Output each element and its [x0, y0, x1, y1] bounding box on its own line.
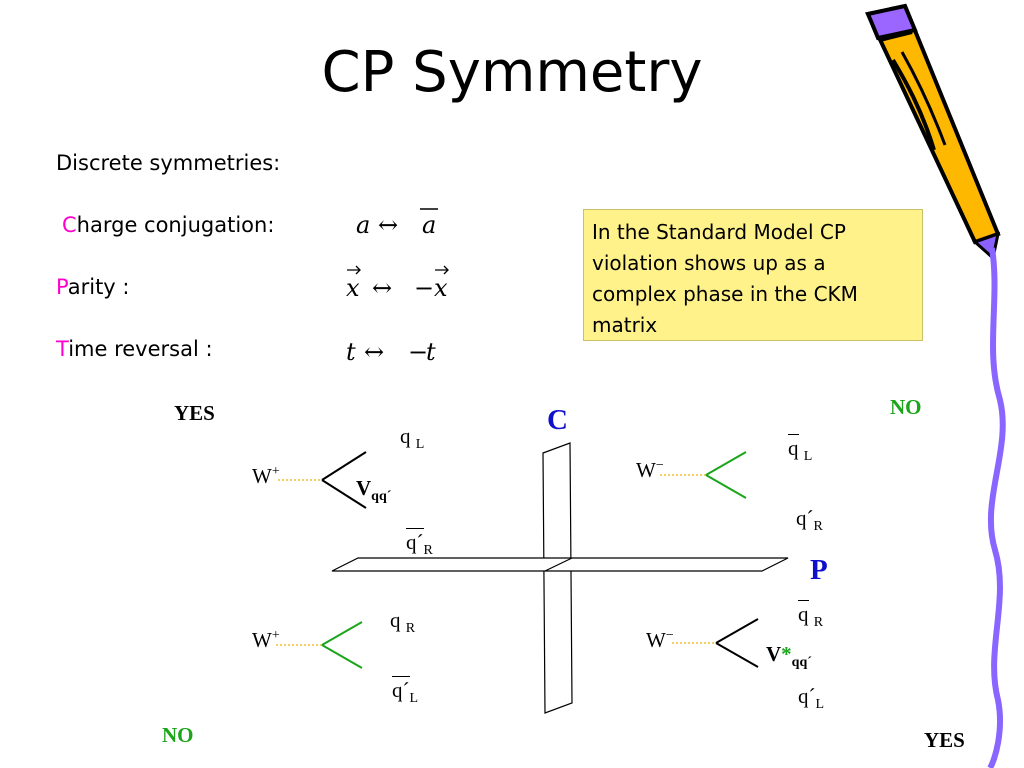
bottom-left-quark: q R: [390, 608, 416, 637]
time-rest: ime reversal :: [68, 337, 213, 361]
parity-formula: x ↔ − x: [346, 265, 449, 302]
bottom-right-verdict: YES: [924, 728, 965, 752]
top-right-antiquark: q L: [788, 434, 813, 465]
p-plane: [331, 557, 789, 572]
p-axis-label: P: [810, 554, 828, 586]
time-formula: t ↔ − t: [346, 338, 436, 366]
charge-rest: harge conjugation:: [76, 213, 275, 237]
pencil-icon: [865, 3, 1001, 261]
bottom-left-antiquark: q´L: [392, 676, 419, 707]
top-right-boson: W−: [636, 458, 664, 482]
top-left-antiquark: q´R: [406, 528, 433, 559]
top-left-boson: W+: [252, 464, 280, 488]
svg-text:−: −: [414, 274, 434, 302]
top-right-verdict: NO: [890, 395, 922, 419]
charge-conjugation-label: Charge conjugation:: [62, 213, 274, 237]
bottom-right-quark: q´L: [798, 684, 825, 713]
wavy-line: [987, 247, 1006, 768]
svg-text:a: a: [356, 211, 370, 239]
top-left-quark: q L: [400, 424, 425, 453]
bottom-right-boson: W−: [646, 628, 674, 652]
svg-text:x: x: [434, 274, 448, 302]
c-plane: [542, 442, 573, 714]
svg-text:−: −: [408, 338, 428, 366]
parity-initial: P: [56, 275, 68, 299]
top-right-quark: q´R: [796, 506, 823, 535]
bottom-right-coupling: V*qq´: [766, 642, 812, 671]
svg-text:↔: ↔: [372, 274, 392, 302]
subtitle: Discrete symmetries:: [56, 151, 281, 175]
parity-rest: arity :: [67, 275, 130, 299]
svg-text:t: t: [426, 338, 436, 366]
charge-formula: a ↔ a: [356, 208, 438, 239]
charge-initial: C: [62, 213, 77, 237]
standard-model-callout: In the Standard Model CP violation shows…: [583, 209, 923, 341]
svg-text:↔: ↔: [378, 211, 398, 239]
time-initial: T: [56, 337, 69, 361]
svg-text:x: x: [346, 274, 360, 302]
time-reversal-label: Time reversal :: [56, 337, 213, 361]
bottom-right-antiquark: q R: [798, 600, 824, 631]
bottom-left-boson: W+: [252, 628, 280, 652]
c-axis-label: C: [547, 404, 568, 436]
svg-text:↔: ↔: [364, 338, 384, 366]
top-left-coupling: Vqq´: [356, 476, 392, 505]
svg-text:a: a: [422, 211, 436, 239]
bottom-left-verdict: NO: [162, 723, 194, 747]
top-left-verdict: YES: [174, 401, 215, 425]
parity-label: Parity :: [56, 275, 129, 299]
svg-text:t: t: [346, 338, 356, 366]
slide-title: CP Symmetry: [321, 40, 703, 105]
